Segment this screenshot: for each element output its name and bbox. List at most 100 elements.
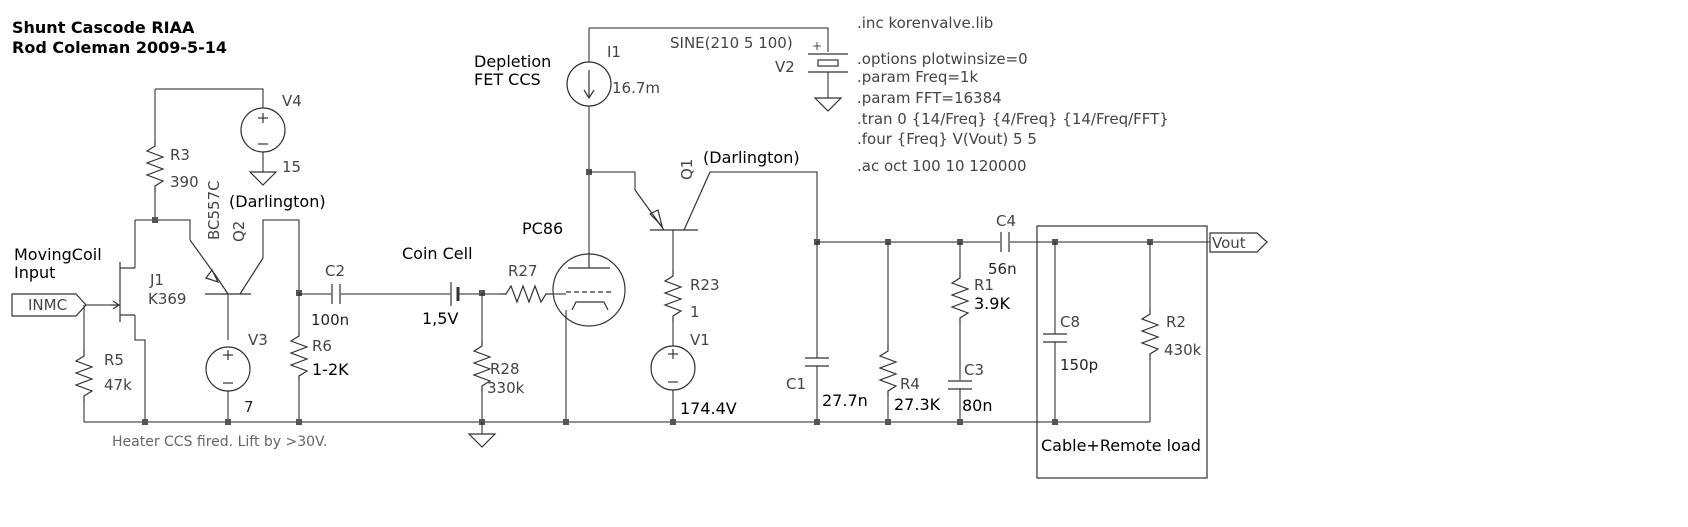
resistor-r4[interactable] (878, 345, 898, 397)
ground-icon (248, 171, 278, 186)
darlington-q2-label: (Darlington) (229, 192, 326, 211)
node-dot (296, 290, 302, 296)
output-port-vout[interactable] (1209, 232, 1268, 253)
capacitor-c2[interactable] (331, 284, 341, 304)
directive-param-freq: .param Freq=1k (857, 68, 978, 86)
cable-load-box (1036, 225, 1208, 479)
wire-top-rail (589, 27, 829, 52)
j1-model: K369 (148, 290, 186, 308)
r6-label: R6 (312, 337, 332, 355)
r4-label: R4 (900, 375, 920, 393)
q2-label: Q2 (230, 221, 248, 242)
voltage-source-v3[interactable] (205, 346, 251, 392)
heater-note: Heater CCS fired. Lift by >30V. (112, 434, 327, 450)
movingcoil-label-1: MovingCoil (14, 245, 102, 264)
r3-label: R3 (170, 146, 190, 164)
wire-v4-top (155, 88, 264, 108)
c2-value: 100n (311, 311, 349, 329)
v4-label: V4 (282, 92, 302, 110)
r5-label: R5 (104, 351, 124, 369)
c1-value: 27.7n (822, 391, 868, 410)
r1-value: 3.9K (974, 294, 1010, 313)
depletion-label-1: Depletion (474, 52, 551, 71)
directive-ac: .ac oct 100 10 120000 (857, 157, 1027, 175)
v1-label: V1 (690, 331, 710, 349)
resistor-r23[interactable] (663, 270, 683, 322)
v1-value: 174.4V (680, 399, 737, 418)
resistor-r3[interactable] (145, 140, 165, 192)
r4-value: 27.3K (894, 395, 941, 414)
c4-value: 56n (988, 260, 1017, 278)
movingcoil-label-2: Input (14, 263, 55, 282)
r28-label: R28 (490, 360, 520, 378)
c3-label: C3 (964, 361, 984, 379)
r23-label: R23 (690, 276, 720, 294)
r1-label: R1 (974, 276, 994, 294)
wire-j1-source (134, 315, 146, 422)
transistor-q2[interactable] (189, 239, 264, 295)
voltage-source-v1[interactable] (650, 345, 696, 391)
resistor-r2[interactable] (1140, 308, 1160, 360)
directive-four: .four {Freq} V(Vout) 5 5 (857, 130, 1037, 148)
node-dot (479, 290, 485, 296)
c1-label: C1 (786, 375, 806, 393)
ground-icon (813, 97, 843, 112)
battery-coin-cell[interactable] (450, 282, 460, 306)
node-dot (152, 217, 158, 223)
title-line-1: Shunt Cascode RIAA (12, 18, 195, 37)
r3-value: 390 (170, 173, 199, 191)
i1-label: I1 (607, 43, 621, 61)
r28-value: 330k (487, 379, 525, 397)
resistor-r27[interactable] (500, 284, 552, 304)
i1-value: 16.7m (612, 79, 660, 97)
capacitor-c4[interactable] (1000, 232, 1010, 252)
v4-value: 15 (282, 158, 301, 176)
input-port-label: INMC (28, 296, 67, 314)
directive-inc: .inc korenvalve.lib (857, 14, 993, 32)
wire-q1-emitter (710, 171, 818, 242)
q1-label: Q1 (678, 159, 696, 180)
directive-tran: .tran 0 {14/Freq} {4/Freq} {14/Freq/FFT} (857, 110, 1169, 128)
c4-label: C4 (996, 212, 1016, 230)
v2-value: SINE(210 5 100) (670, 34, 793, 52)
voltage-source-v4[interactable] (240, 107, 286, 153)
jfet-j1[interactable] (110, 262, 135, 322)
current-source-i1[interactable] (566, 61, 612, 107)
ground-icon (467, 433, 497, 448)
capacitor-c8[interactable] (1043, 333, 1067, 343)
c8-value: 150p (1060, 356, 1098, 374)
resistor-r5[interactable] (74, 350, 94, 402)
triode-pc86[interactable] (552, 253, 626, 327)
r2-value: 430k (1164, 341, 1202, 359)
c3-value: 80n (962, 396, 993, 415)
input-port-inmc[interactable] (11, 293, 87, 317)
wire-node-r3 (135, 219, 191, 240)
title-line-2: Rod Coleman 2009-5-14 (12, 38, 227, 57)
q2-model: BC557C (205, 180, 223, 240)
wire-q2-collector (262, 219, 300, 294)
c8-label: C8 (1060, 313, 1080, 331)
resistor-r1[interactable] (950, 272, 970, 324)
capacitor-c3[interactable] (948, 380, 972, 390)
battery-value: 1,5V (422, 309, 458, 328)
r27-label: R27 (508, 262, 538, 280)
depletion-label-2: FET CCS (474, 70, 541, 89)
darlington-q1-label: (Darlington) (703, 148, 800, 167)
directive-param-fft: .param FFT=16384 (857, 89, 1002, 107)
resistor-r28[interactable] (472, 340, 492, 392)
resistor-r6[interactable] (289, 330, 309, 382)
v2-label: V2 (775, 58, 795, 76)
voltage-source-v2[interactable] (808, 53, 848, 73)
v2-plus: + (812, 39, 822, 53)
j1-label: J1 (149, 271, 164, 289)
capacitor-c1[interactable] (805, 357, 829, 367)
r6-value: 1-2K (312, 360, 349, 379)
wire-q1-collector-in (589, 171, 636, 190)
transistor-q1[interactable] (634, 171, 711, 231)
output-port-label: Vout (1212, 234, 1246, 252)
c2-label: C2 (325, 262, 345, 280)
v3-label: V3 (248, 331, 268, 349)
directive-options: .options plotwinsize=0 (857, 50, 1028, 68)
cable-load-label: Cable+Remote load (1041, 436, 1201, 455)
